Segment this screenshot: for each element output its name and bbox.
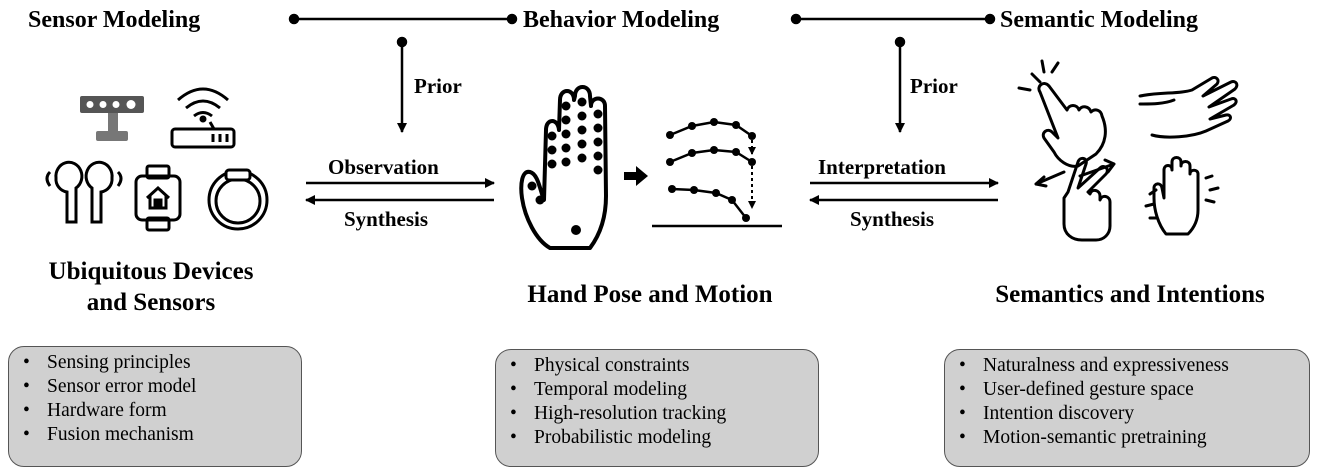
list-item: Naturalness and expressiveness xyxy=(945,354,1309,378)
earbuds-icon xyxy=(45,160,123,224)
devices-bullet-list: Sensing principles Sensor error model Ha… xyxy=(9,347,301,447)
synthesis-label-left: Synthesis xyxy=(344,207,429,231)
prior-arrow-left xyxy=(396,36,408,133)
sensor-modeling-header: Sensor Modeling xyxy=(28,7,201,33)
behavior-modeling-header: Behavior Modeling xyxy=(523,7,720,33)
wave-hand-icon xyxy=(1144,156,1220,236)
devices-title: Ubiquitous Devices and Sensors xyxy=(16,256,286,318)
tap-gesture-icon xyxy=(1017,59,1107,168)
list-item: Temporal modeling xyxy=(496,378,818,402)
hand-keypoints-icon xyxy=(519,85,608,250)
devices-bullet-box: Sensing principles Sensor error model Ha… xyxy=(8,346,302,467)
two-finger-zoom-icon xyxy=(1034,156,1116,242)
list-item: Sensing principles xyxy=(9,351,301,375)
devices-title-line2: and Sensors xyxy=(86,289,216,316)
observation-label: Observation xyxy=(328,155,439,179)
semantics-title: Semantics and Intentions xyxy=(995,281,1265,308)
ring-icon xyxy=(207,168,269,231)
semantic-modeling-header: Semantic Modeling xyxy=(1000,7,1198,33)
hand-title: Hand Pose and Motion xyxy=(527,281,773,308)
right-arrow-icon xyxy=(624,166,648,186)
motion-trajectory-icon xyxy=(652,118,782,228)
devices-title-line1: Ubiquitous Devices xyxy=(48,258,254,285)
swipe-gesture-icon xyxy=(1138,76,1239,139)
prior-arrow-right xyxy=(894,36,906,133)
list-item: Physical constraints xyxy=(496,354,818,378)
interpretation-label: Interpretation xyxy=(818,155,946,179)
list-item: Sensor error model xyxy=(9,375,301,399)
list-item: Hardware form xyxy=(9,399,301,423)
semantics-bullet-box: Naturalness and expressiveness User-defi… xyxy=(944,349,1310,467)
semantics-bullet-list: Naturalness and expressiveness User-defi… xyxy=(945,350,1309,450)
list-item: Intention discovery xyxy=(945,402,1309,426)
synthesis-label-right: Synthesis xyxy=(850,207,935,231)
list-item: User-defined gesture space xyxy=(945,378,1309,402)
prior-label-left: Prior xyxy=(414,74,462,98)
hand-bullet-box: Physical constraints Temporal modeling H… xyxy=(495,349,819,467)
prior-label-right: Prior xyxy=(910,74,958,98)
list-item: Probabilistic modeling xyxy=(496,426,818,450)
wifi-router-icon xyxy=(170,87,236,149)
depth-camera-icon xyxy=(80,96,144,141)
list-item: Motion-semantic pretraining xyxy=(945,426,1309,450)
hand-bullet-list: Physical constraints Temporal modeling H… xyxy=(496,350,818,450)
header-connector xyxy=(288,13,996,25)
smartwatch-icon xyxy=(134,164,182,232)
list-item: High-resolution tracking xyxy=(496,402,818,426)
list-item: Fusion mechanism xyxy=(9,423,301,447)
